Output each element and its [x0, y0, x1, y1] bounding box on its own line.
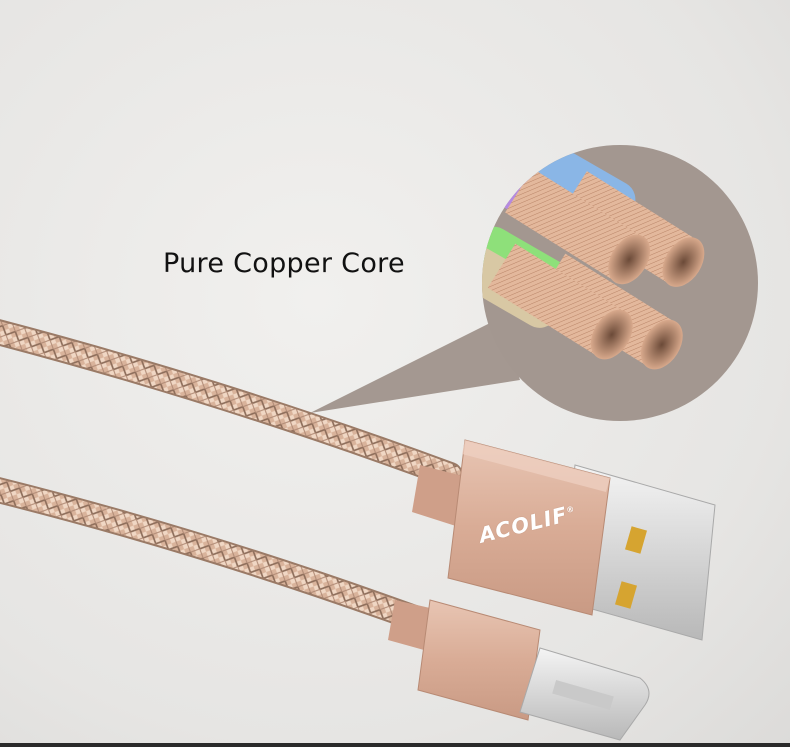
copper-cores-detail	[482, 145, 705, 370]
braided-cable-lower	[0, 477, 433, 633]
usb-connector	[412, 439, 716, 641]
braided-cable-upper	[0, 319, 463, 488]
bottom-edge	[0, 743, 790, 747]
caption-pure-copper-core: Pure Copper Core	[163, 248, 405, 279]
lightning-connector	[388, 599, 650, 741]
callout-pointer	[310, 318, 520, 413]
